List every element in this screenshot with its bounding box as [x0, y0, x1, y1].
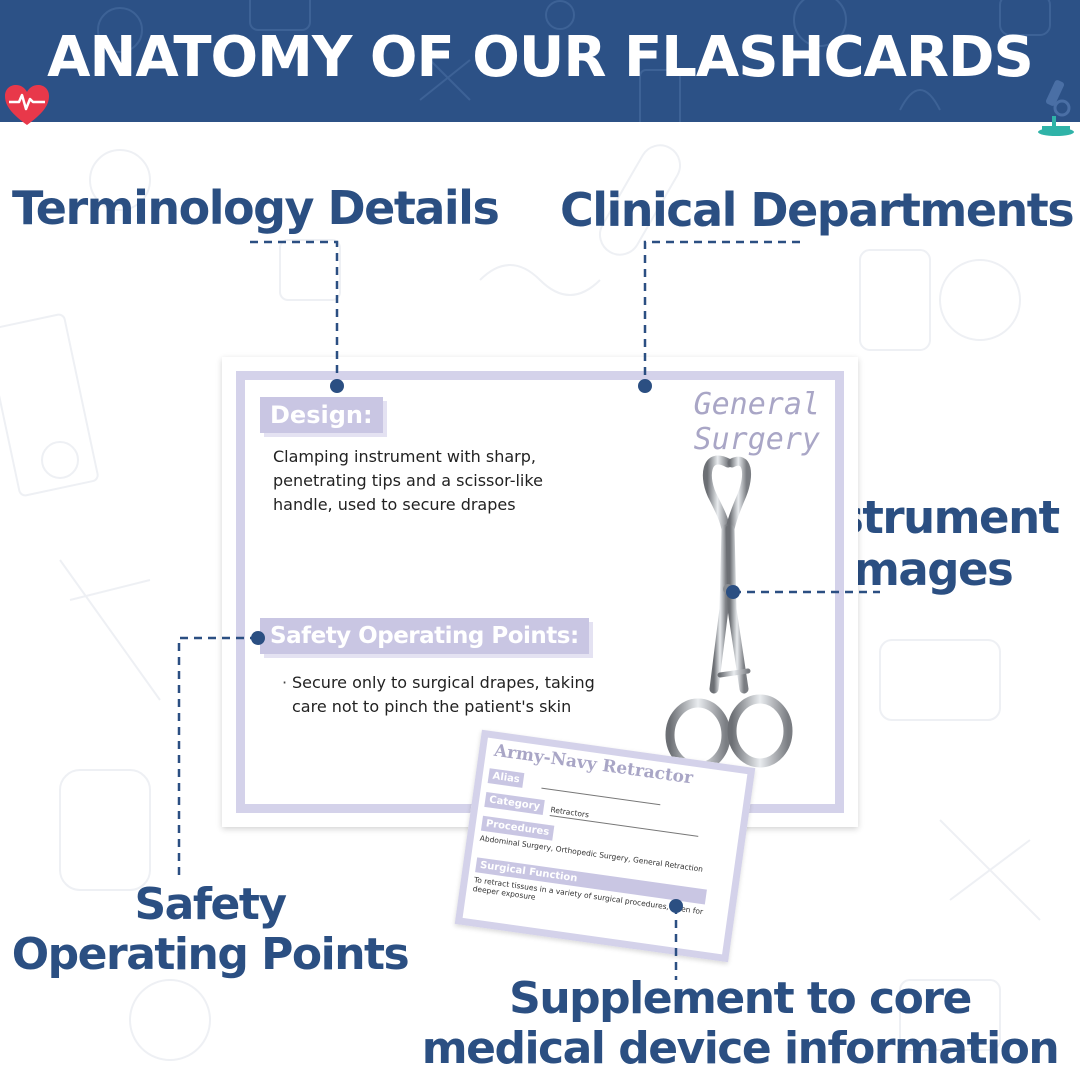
callout-safety-line2: Operating Points — [11, 929, 410, 980]
flashcard-secondary: Army-Navy Retractor Alias Category Retra… — [454, 729, 756, 963]
heart-icon — [5, 85, 49, 125]
header-banner: ANATOMY OF OUR FLASHCARDS — [0, 0, 1080, 122]
safety-text-block: · Secure only to surgical drapes, taking… — [282, 671, 622, 719]
callout-supplement: Supplement to core medical device inform… — [400, 974, 1080, 1074]
callout-safety-line1: Safety — [134, 879, 287, 930]
card2-category-label: Category — [484, 791, 545, 816]
callout-safety-operating-points: Safety Operating Points — [0, 880, 420, 980]
towel-clamp-image — [665, 455, 793, 772]
bullet: · — [282, 673, 288, 692]
callout-clinical-departments: Clinical Departments — [560, 183, 1075, 237]
card2-category-value: Retractors — [549, 805, 590, 820]
safety-text: Secure only to surgical drapes, taking c… — [292, 673, 595, 716]
design-text: Clamping instrument with sharp, penetrat… — [273, 447, 543, 514]
callout-terminology-details: Terminology Details — [12, 181, 500, 235]
callout-instrument-line2: Images — [837, 543, 1014, 596]
microscope-icon — [1038, 80, 1074, 136]
card2-alias-line — [541, 787, 661, 806]
safety-label: Safety Operating Points: — [260, 618, 589, 654]
card2-alias-label: Alias — [487, 768, 525, 788]
card-department: General Surgery — [693, 387, 820, 457]
design-label: Design: — [260, 397, 383, 433]
callout-supplement-line1: Supplement to core — [509, 973, 972, 1024]
page-title: ANATOMY OF OUR FLASHCARDS — [47, 25, 1034, 90]
banner-pattern — [97, 0, 1051, 122]
callout-supplement-line2: medical device information — [421, 1023, 1060, 1074]
